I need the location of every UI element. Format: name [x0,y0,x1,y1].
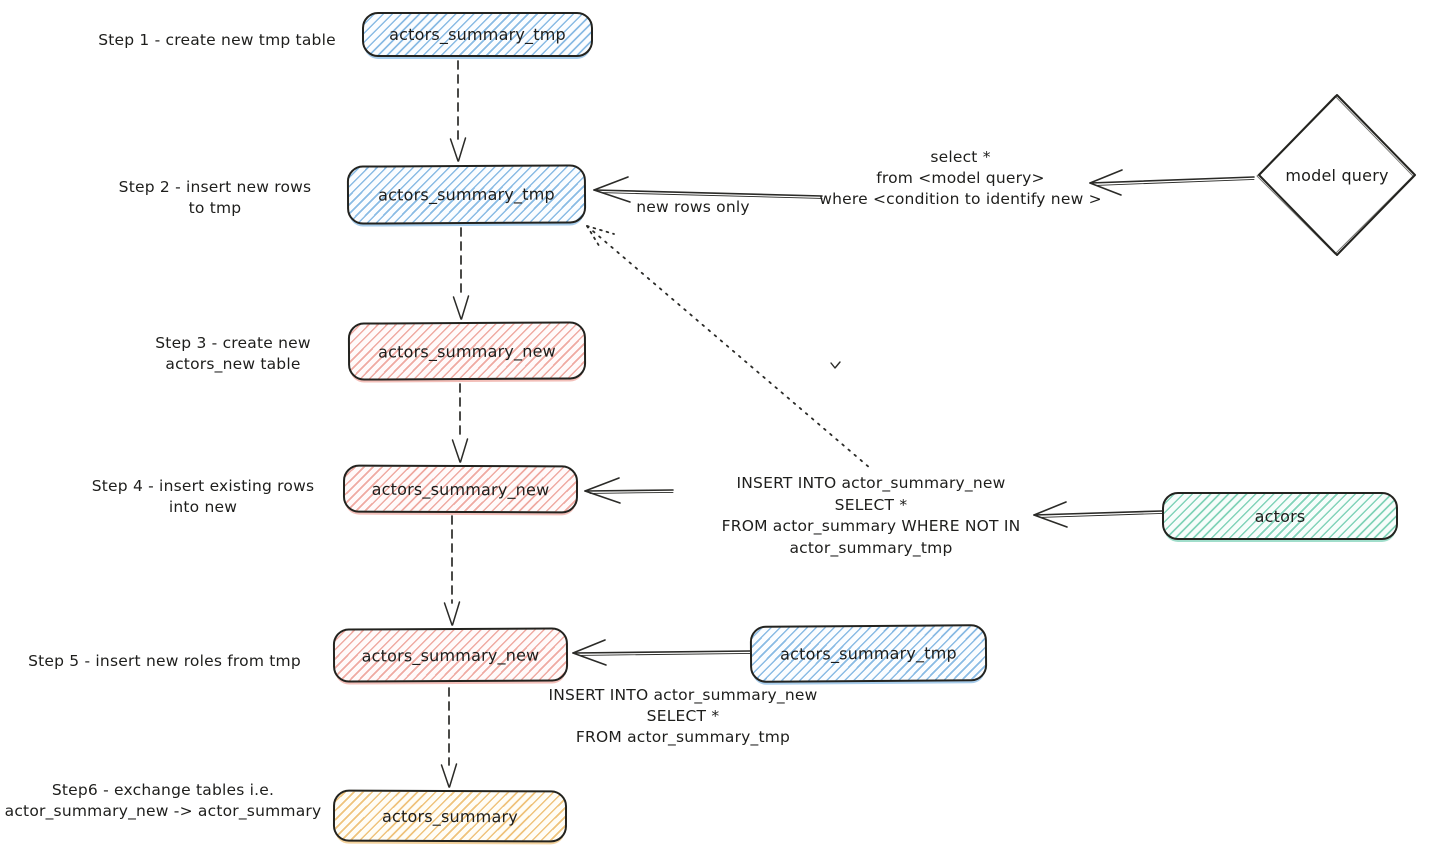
arrow-step5-to-step6 [440,687,458,788]
new-rows-only-annotation: new rows only [636,198,750,216]
model-query-diamond-shape [1256,94,1416,256]
select-query-annotation: select * from <model query> where <condi… [819,148,1102,208]
arrow-step3-to-step4 [451,383,469,463]
arrow-query-to-step2-box [593,176,823,203]
step5-label: Step 5 - insert new roles from tmp [28,652,301,670]
node-label: actors [1254,506,1306,526]
step3-label: Step 3 - create new actors_new table [155,334,311,373]
node-label: actors_summary_new [361,645,540,665]
node-step2-actors-summary-tmp: actors_summary_tmp [346,164,587,225]
step2-label: Step 2 - insert new rows to tmp [118,178,312,217]
node-step1-actors-summary-tmp: actors_summary_tmp [362,12,593,57]
step1-label: Step 1 - create new tmp table [98,31,336,49]
arrow-tmp-to-step5-box [572,639,751,666]
node-label: actors_summary_tmp [378,184,555,205]
node-step6-actors-summary: actors_summary [332,789,568,843]
arrow-step1-to-step2 [449,60,467,162]
node-label: actors_summary_tmp [389,25,566,44]
model-query-label: model query [1285,166,1389,185]
node-label: actors_summary_new [378,341,556,361]
node-step4-actors-summary-new: actors_summary_new [342,464,579,514]
arrow-actors-to-inserttext [1033,501,1163,528]
node-label: actors_summary_new [371,479,550,499]
insert-not-in-annotation: INSERT INTO actor_summary_new SELECT * F… [721,474,1021,557]
arrow-step2-to-step3 [452,227,470,320]
insert-from-tmp-annotation: INSERT INTO actor_summary_new SELECT * F… [548,686,818,746]
arrow-modelquery-to-selecttext [1089,169,1255,196]
step6-label: Step6 - exchange tables i.e. actor_summa… [4,781,322,820]
node-step5-actors-summary-new: actors_summary_new [332,627,569,683]
node-source-actors-summary-tmp: actors_summary_tmp [749,624,988,683]
dotted-arrow-step2-to-inserttext [586,225,871,469]
step4-label: Step 4 - insert existing rows into new [91,477,315,516]
node-step3-actors-summary-new: actors_summary_new [347,321,587,381]
node-label: actors_summary [382,806,518,826]
arrow-step4-to-step5 [443,515,461,626]
node-label: actors_summary_tmp [780,643,957,664]
arrow-inserttext-to-step4-box [584,477,674,504]
stray-tick-mark [830,361,841,369]
node-actors: actors [1162,492,1398,540]
